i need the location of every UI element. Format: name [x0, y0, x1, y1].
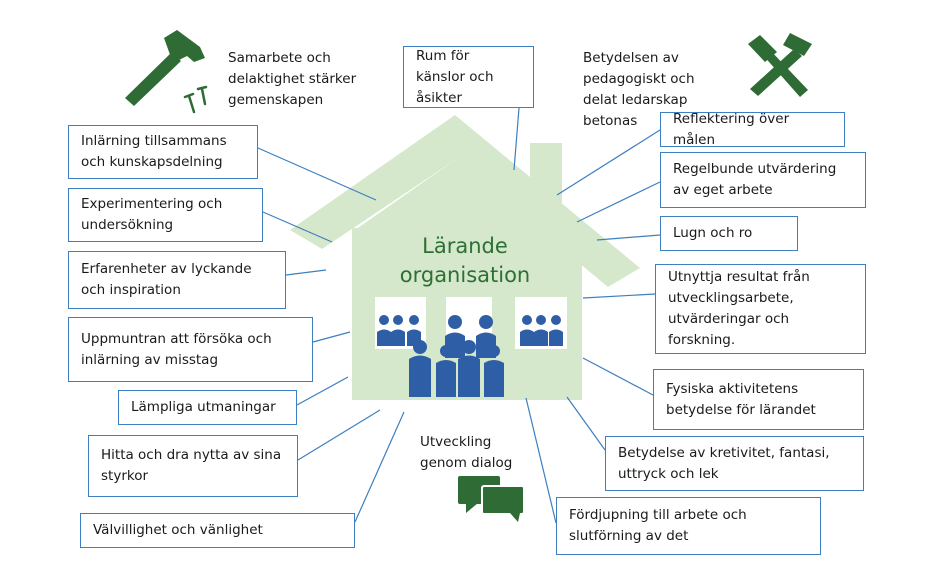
- box-utnyttja-label: Utnyttja resultat från utvecklingsarbete…: [668, 269, 810, 348]
- box-regelbunde: Regelbunde utvärdering av eget arbete: [660, 152, 866, 208]
- crossed-hammers-icon: [748, 33, 812, 97]
- box-experimentering-label: Experimentering och undersökning: [81, 196, 223, 233]
- note-samarbete: Samarbete och delaktighet stärker gemens…: [228, 50, 357, 108]
- box-uppmuntran: Uppmuntran att försöka och inlärning av …: [68, 317, 313, 382]
- box-lugn-label: Lugn och ro: [673, 225, 753, 241]
- box-inlarning-label: Inlärning tillsammans och kunskapsdelnin…: [81, 133, 227, 170]
- people-group-icon: [377, 315, 563, 397]
- box-fordjupning-label: Fördjupning till arbete och slutförning …: [569, 507, 747, 544]
- box-experimentering: Experimentering och undersökning: [68, 188, 263, 242]
- box-lugn: Lugn och ro: [660, 216, 798, 251]
- speech-bubbles-icon: [458, 476, 525, 522]
- box-kretivitet-label: Betydelse av kretivitet, fantasi, uttryc…: [618, 444, 830, 482]
- box-lampliga-label: Lämpliga utmaningar: [131, 399, 276, 415]
- note-utveckling: Utveckling genom dialog: [420, 434, 513, 471]
- hammer-icon: [125, 30, 205, 106]
- box-valvillighet-label: Välvillighet och vänlighet: [93, 522, 263, 538]
- nails-icon: [183, 85, 208, 114]
- box-regelbunde-label: Regelbunde utvärdering av eget arbete: [673, 161, 837, 198]
- box-fysiska-label: Fysiska aktivitetens betydelse för läran…: [666, 380, 816, 418]
- box-uppmuntran-label: Uppmuntran att försöka och inlärning av …: [81, 330, 272, 368]
- connector-lines: [257, 107, 661, 524]
- note-betydelsen: Betydelsen av pedagogiskt och delat leda…: [583, 50, 695, 129]
- box-fordjupning: Fördjupning till arbete och slutförning …: [556, 497, 821, 555]
- box-reflektering: Reflektering över målen: [660, 111, 845, 148]
- center-title-2: organisation: [380, 261, 550, 290]
- box-hitta-label: Hitta och dra nytta av sina styrkor: [101, 447, 282, 484]
- center-title: Lärande: [410, 232, 520, 261]
- box-lampliga: Lämpliga utmaningar: [118, 390, 297, 425]
- box-inlarning: Inlärning tillsammans och kunskapsdelnin…: [68, 125, 258, 179]
- box-valvillighet: Välvillighet och vänlighet: [80, 513, 355, 548]
- box-rum: Rum för känslor och åsikter: [403, 46, 534, 108]
- box-utnyttja: Utnyttja resultat från utvecklingsarbete…: [655, 264, 866, 354]
- box-fysiska: Fysiska aktivitetens betydelse för läran…: [653, 369, 864, 430]
- box-kretivitet: Betydelse av kretivitet, fantasi, uttryc…: [605, 436, 864, 491]
- box-rum-label: Rum för känslor och åsikter: [416, 47, 494, 106]
- center-title-line2: organisation: [399, 263, 531, 287]
- box-erfarenheter: Erfarenheter av lyckande och inspiration: [68, 251, 286, 309]
- box-reflektering-label: Reflektering över målen: [673, 110, 790, 148]
- box-erfarenheter-label: Erfarenheter av lyckande och inspiration: [81, 261, 252, 298]
- box-hitta: Hitta och dra nytta av sina styrkor: [88, 435, 298, 497]
- center-title-line1: Lärande: [422, 234, 508, 258]
